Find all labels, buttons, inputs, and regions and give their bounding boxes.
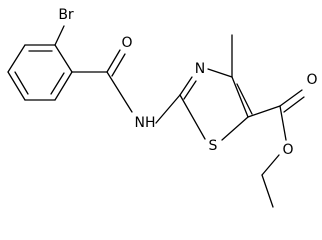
bond xyxy=(279,89,303,107)
bond xyxy=(261,154,280,176)
bond xyxy=(207,68,233,78)
amide-oxygen-label: O xyxy=(121,35,132,51)
bond xyxy=(231,76,249,118)
bond xyxy=(279,105,287,141)
bond xyxy=(111,53,126,77)
bond xyxy=(179,76,193,96)
bond xyxy=(221,116,249,141)
bond xyxy=(54,71,73,101)
bond xyxy=(7,71,26,101)
bond xyxy=(14,71,29,95)
bond xyxy=(50,72,65,95)
bromine-atom-label: Br xyxy=(58,7,74,23)
ester-oxygen-label: O xyxy=(282,142,293,158)
carbonyl-oxygen-label: O xyxy=(306,72,317,88)
bond xyxy=(54,25,65,46)
chemical-structure-diagram: Br O NH N S O O xyxy=(7,7,318,208)
bond xyxy=(183,80,197,100)
bond xyxy=(179,94,206,140)
bond xyxy=(247,105,281,118)
benzene-ring xyxy=(7,44,73,101)
bond xyxy=(106,71,133,113)
bond xyxy=(7,44,26,73)
thiazole-sulfur-label: S xyxy=(209,138,218,154)
bond xyxy=(106,49,121,73)
bond xyxy=(283,96,305,113)
thiazole-ring xyxy=(179,68,253,141)
bond xyxy=(155,94,181,124)
bond xyxy=(54,44,73,73)
bond xyxy=(261,174,274,208)
thiazole-nitrogen-label: N xyxy=(195,61,205,77)
bond xyxy=(236,83,253,115)
amide-nh-label: NH xyxy=(135,115,156,131)
